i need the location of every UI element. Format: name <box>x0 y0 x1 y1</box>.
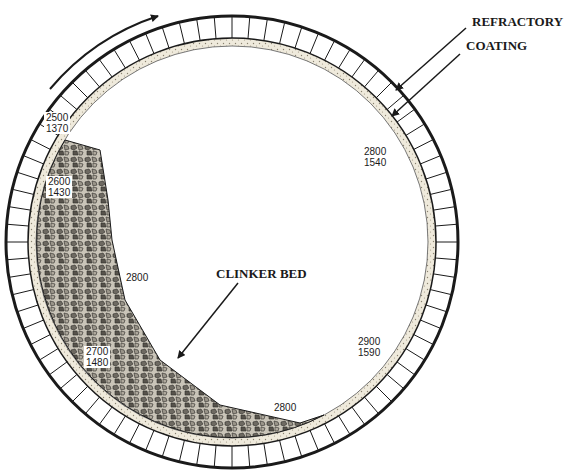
temperature-f: 2600 <box>46 176 72 187</box>
temperature-c: 1370 <box>44 123 70 134</box>
temperature-f: 2800 <box>124 272 150 283</box>
temperature-f: 2900 <box>356 336 382 347</box>
callout-label: REFRACTORY <box>470 14 565 30</box>
temperature-f: 2700 <box>84 346 110 357</box>
temperature-f: 2500 <box>44 112 70 123</box>
callout-label: COATING <box>464 38 529 54</box>
temperature-c: 1590 <box>356 347 382 358</box>
temperature-c: 1480 <box>84 357 110 368</box>
temperature-f: 2800 <box>272 402 298 413</box>
callout-label: CLINKER BED <box>214 266 309 282</box>
temperature-f: 2800 <box>362 146 388 157</box>
temperature-c: 1540 <box>362 157 388 168</box>
temperature-c: 1430 <box>46 187 72 198</box>
